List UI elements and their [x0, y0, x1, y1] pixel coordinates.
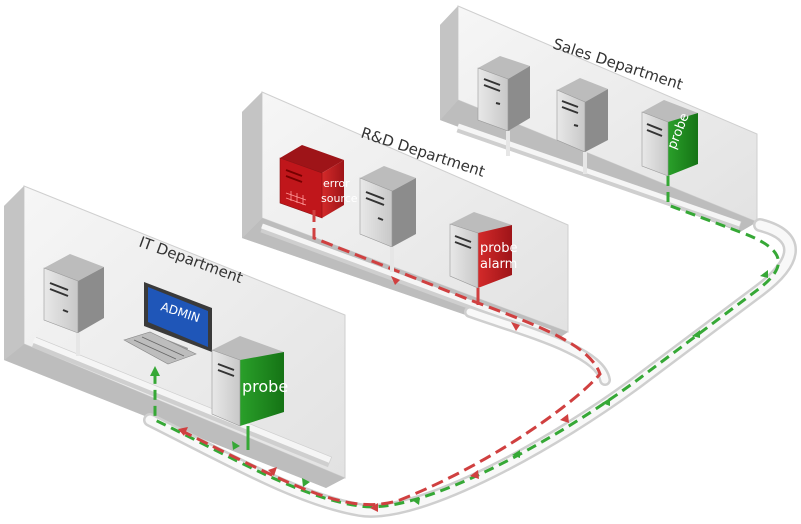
sales-server-1: [477, 56, 530, 132]
green-data-trail: [150, 176, 780, 509]
it-probe-device: probe: [211, 336, 288, 427]
device-drops: [76, 131, 587, 450]
rnd-probe-alarm-device: probe alarm: [449, 212, 518, 289]
rnd-server: [359, 166, 416, 248]
admin-workstation: ADMIN: [123, 282, 212, 365]
it-probe-label: probe: [242, 377, 288, 396]
probe-alarm-label-line2: alarm: [480, 257, 517, 272]
red-alert-trail: [178, 210, 602, 512]
error-source-label-line2: source: [321, 192, 358, 205]
it-server: [43, 254, 104, 334]
probe-alarm-label-line1: probe: [480, 241, 518, 256]
sales-server-2: [556, 78, 608, 153]
sales-probe-device: probe: [641, 100, 698, 177]
network-cable-pipe: [143, 218, 797, 518]
error-source-label-line1: error: [323, 177, 350, 190]
rnd-error-source-device: error source: [279, 145, 358, 219]
